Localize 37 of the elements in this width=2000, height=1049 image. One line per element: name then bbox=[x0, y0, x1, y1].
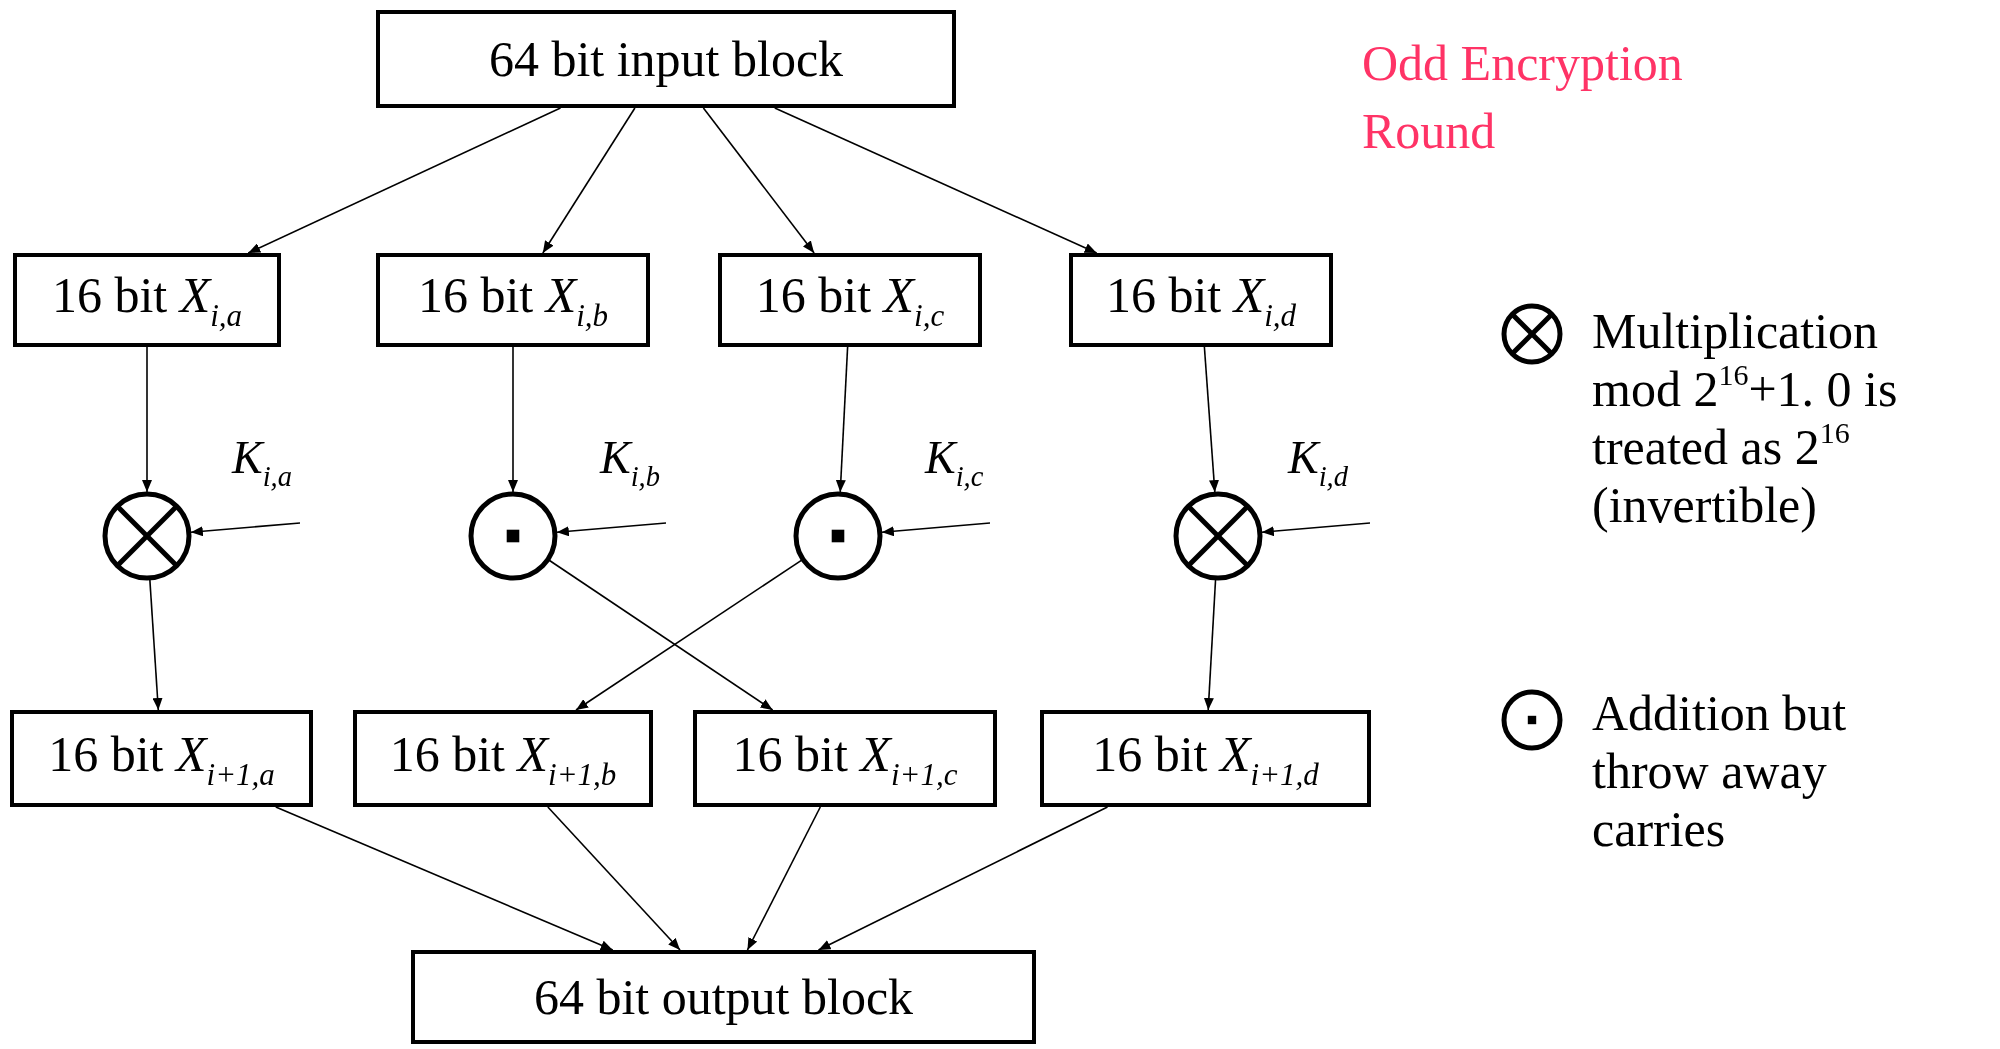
arrow bbox=[746, 806, 822, 951]
arrow bbox=[702, 107, 815, 254]
arrow bbox=[149, 579, 163, 711]
data-block: 16 bit X$_{i+1,a}$ bbox=[10, 710, 313, 807]
arrow bbox=[881, 522, 991, 537]
data-block: 16 bit X$_{i+1,c}$ bbox=[693, 710, 997, 807]
data-block: 16 bit X$_{i,a}$ bbox=[13, 253, 281, 347]
arrow bbox=[774, 107, 1098, 254]
key-label: K$_{i,b}$ bbox=[600, 435, 660, 492]
arrow bbox=[548, 559, 774, 711]
arrow bbox=[1261, 522, 1371, 537]
key-label: K$_{i,c}$ bbox=[925, 435, 984, 492]
arrow bbox=[835, 346, 849, 493]
arrow bbox=[542, 107, 636, 254]
data-block: 16 bit X$_{i,b}$ bbox=[376, 253, 650, 347]
arrow bbox=[1203, 346, 1219, 493]
data-block: 64 bit output block bbox=[411, 950, 1036, 1044]
arrow bbox=[508, 346, 518, 493]
arrow bbox=[817, 806, 1109, 951]
data-block: 16 bit X$_{i+1,b}$ bbox=[353, 710, 653, 807]
data-block: 16 bit X$_{i,d}$ bbox=[1069, 253, 1333, 347]
diagram-title: Odd Encryption Round bbox=[1362, 34, 1684, 161]
key-label: K$_{i,a}$ bbox=[232, 435, 292, 492]
legend-text: Addition but throw away carries bbox=[1592, 684, 1848, 858]
arrow bbox=[247, 107, 562, 254]
arrow bbox=[556, 522, 667, 537]
arrow bbox=[275, 806, 614, 951]
legend-text: Multiplication mod 2$^{16}$+1. 0 is treated as 2$^{16}$ (invertible) bbox=[1592, 302, 1899, 534]
arrow bbox=[1203, 579, 1217, 711]
key-label: K$_{i,d}$ bbox=[1288, 435, 1348, 492]
data-block: 16 bit X$_{i+1,d}$ bbox=[1040, 710, 1371, 807]
data-block: 16 bit X$_{i,c}$ bbox=[718, 253, 982, 347]
arrow bbox=[142, 346, 152, 493]
arrow bbox=[575, 559, 803, 711]
arrow bbox=[547, 806, 681, 951]
data-block: 64 bit input block bbox=[376, 10, 956, 108]
arrow bbox=[190, 522, 301, 537]
